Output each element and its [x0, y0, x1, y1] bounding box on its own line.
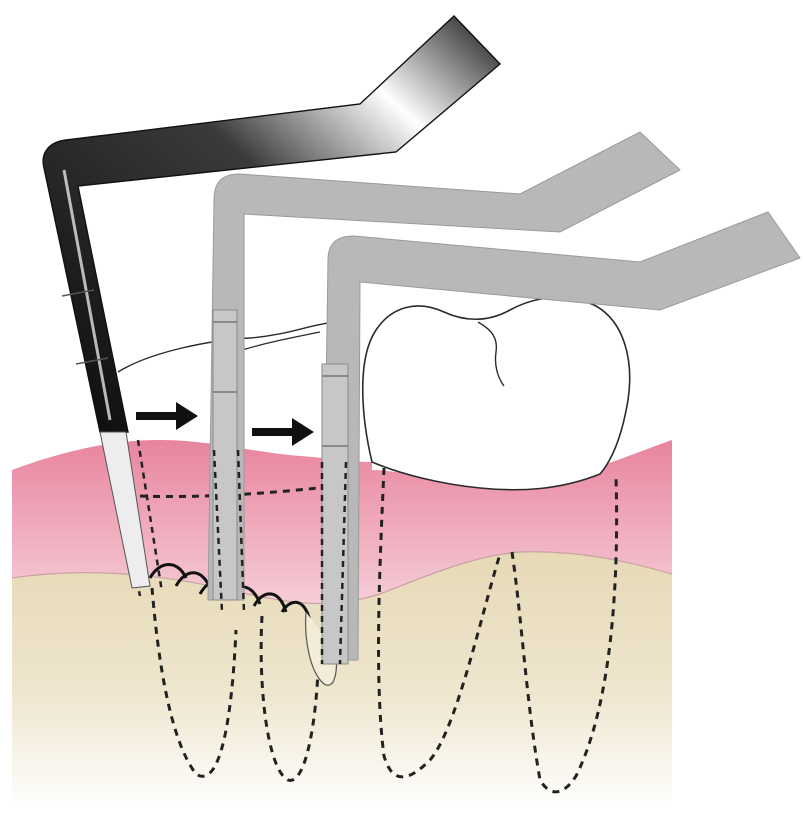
molar-crown: [363, 297, 630, 489]
ghost-probe-1-tip: [213, 310, 237, 600]
ghost-probe-2-tip: [322, 364, 348, 664]
